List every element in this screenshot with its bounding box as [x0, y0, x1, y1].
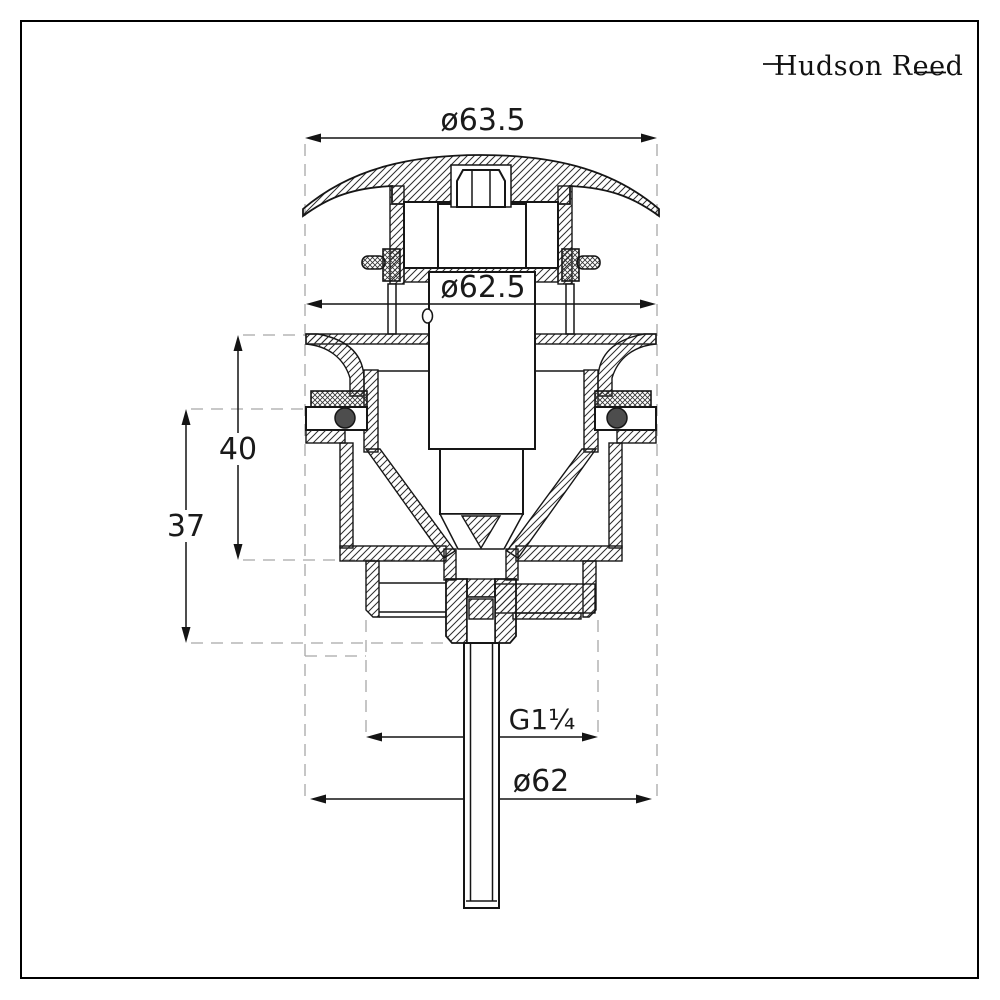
cap-guide-leg-left — [387, 283, 397, 335]
stem-pin-hole — [421, 308, 434, 324]
stem-lower-body — [439, 448, 524, 515]
dimension-dia-flange — [306, 299, 656, 309]
dimension-label-depth-37: 37 — [167, 509, 205, 544]
seal-tab-left — [361, 255, 386, 270]
thread-boss-slab-lip — [512, 612, 582, 620]
hex-nut-facets — [471, 170, 491, 207]
boss-left — [445, 578, 468, 644]
boss-right — [494, 578, 517, 644]
dome-cap — [302, 154, 660, 335]
body-wall-outer-right — [608, 442, 623, 549]
boss-bridge — [466, 578, 496, 598]
drawing-border — [20, 20, 979, 979]
plug-cone — [460, 515, 502, 550]
cap-guide-leg-right — [565, 283, 575, 335]
dimension-dia-cap — [305, 133, 657, 143]
dimension-label-depth-40: 40 — [219, 432, 257, 467]
hex-nut — [456, 169, 506, 208]
seal-clip-left — [382, 248, 401, 282]
dimension-label-thread: G1¼ — [509, 703, 576, 736]
gasket-left — [310, 390, 368, 408]
gasket-right — [594, 390, 652, 408]
seal-tab-right — [576, 255, 601, 270]
tier-step-lines — [379, 582, 446, 618]
plug-stem — [421, 271, 536, 644]
body-floor-right — [515, 545, 623, 562]
dimension-label-dia-body: ø62 — [513, 764, 570, 799]
rod-thread-top — [468, 598, 494, 620]
collar-foot-left — [305, 429, 346, 444]
dimension-label-dia-cap: ø63.5 — [440, 103, 525, 138]
body-wall-outer-left — [339, 442, 354, 549]
threaded-rod — [463, 642, 500, 909]
rod-thread-lines — [466, 644, 497, 902]
body-floor-left — [339, 545, 447, 562]
seal-clip-right — [561, 248, 580, 282]
collar-foot-right — [616, 429, 657, 444]
throat-wall-left — [443, 548, 457, 581]
stem-upper-body — [428, 271, 536, 450]
brand-logo: Hudson Reed — [763, 51, 963, 82]
label-mask-40 — [217, 433, 259, 465]
dimension-label-dia-flange: ø62.5 — [440, 270, 525, 305]
dimension-labels: ø63.5 ø62.5 40 37 G1¼ ø62 — [165, 103, 575, 799]
brand-logo-text: Hudson Reed — [774, 51, 963, 82]
tier2-wall-left — [365, 560, 380, 618]
cap-inner-block — [437, 203, 527, 269]
oring-right — [606, 407, 628, 429]
rod-body — [463, 642, 500, 909]
throat-wall-right — [505, 548, 519, 581]
oring-left — [334, 407, 356, 429]
label-mask-37 — [165, 510, 207, 542]
